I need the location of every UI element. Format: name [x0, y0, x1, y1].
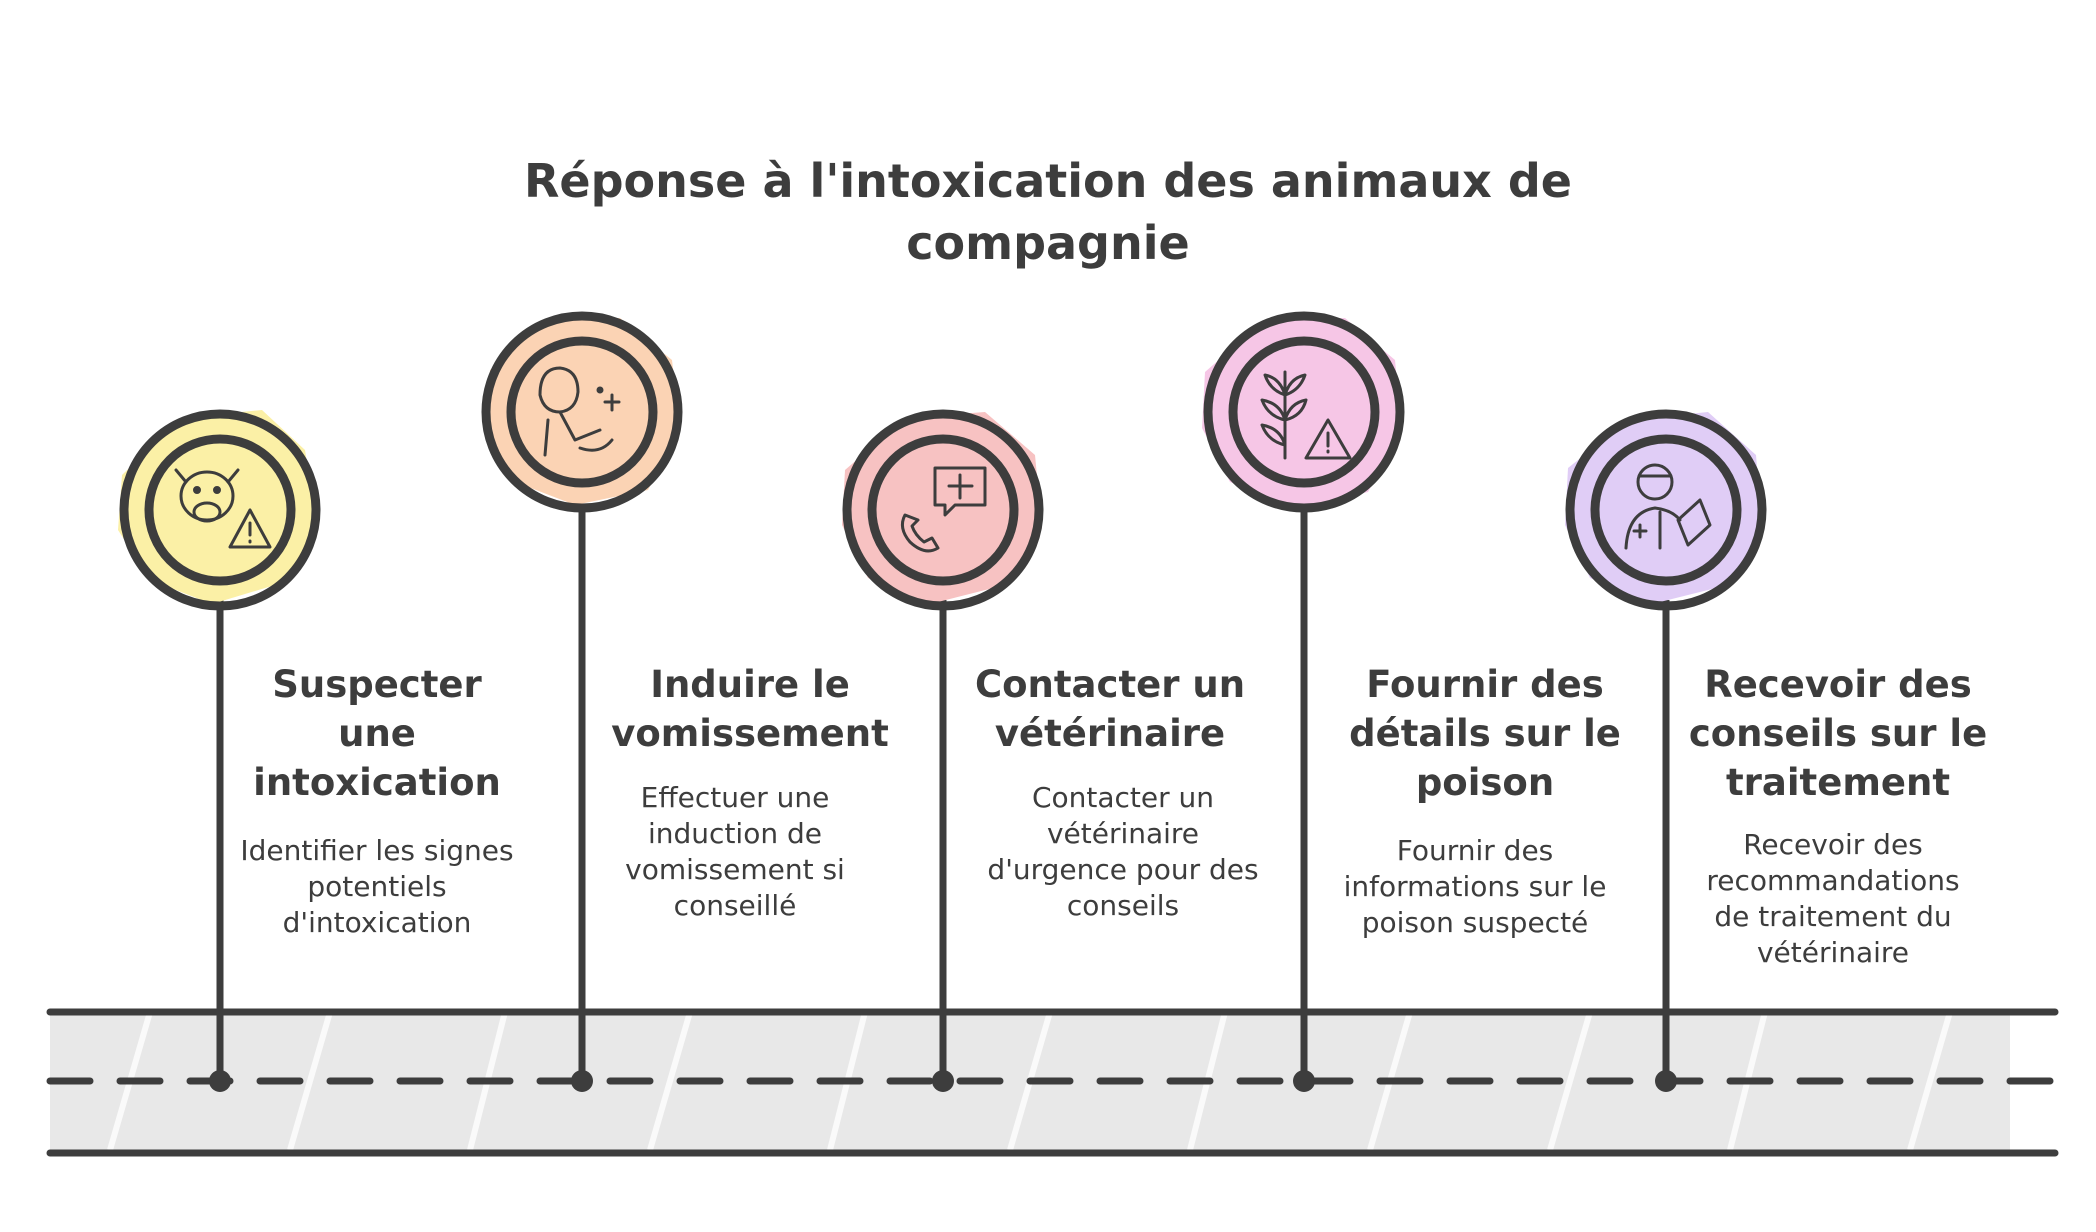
step-4-title: Fournir des détails sur le poison — [1349, 663, 1621, 804]
step-1-title: Suspecter une intoxication — [253, 663, 501, 804]
step-5-description: Recevoir des recommandations de traiteme… — [1706, 828, 1960, 969]
step-5-inner-ring — [1590, 434, 1742, 586]
step-4-inner-ring — [1228, 336, 1380, 488]
step-3-marker — [842, 409, 1044, 1092]
step-5-title: Recevoir des conseils sur le traitement — [1688, 663, 1988, 804]
step-1-road-dot — [209, 1070, 231, 1092]
step-2-road-dot — [571, 1070, 593, 1092]
step-4-outer-ring — [1203, 311, 1405, 513]
step-3-inner-ring — [867, 434, 1019, 586]
step-1-description: Identifier les signes potentiels d'intox… — [240, 834, 514, 939]
step-4-road-dot — [1293, 1070, 1315, 1092]
step-2-description: Effectuer une induction de vomissement s… — [625, 781, 845, 922]
step-2-outer-ring — [481, 311, 683, 513]
step-1-outer-ring — [119, 409, 321, 611]
step-2-marker — [481, 311, 683, 1092]
doctor-icon — [1624, 463, 1712, 550]
step-5-marker — [1565, 409, 1767, 1092]
step-3-title: Contacter un vétérinaire — [974, 663, 1246, 755]
plant-warning-icon — [1260, 370, 1352, 460]
step-1-marker — [118, 409, 321, 1092]
step-2-title: Induire le vomissement — [611, 663, 889, 755]
caregiver-icon — [538, 366, 621, 457]
pet-warning-icon — [174, 468, 272, 549]
step-3-outer-ring — [842, 409, 1044, 611]
step-1-inner-ring — [144, 434, 296, 586]
diagram-title: Réponse à l'intoxication des animaux de … — [524, 154, 1572, 270]
step-5-road-dot — [1655, 1070, 1677, 1092]
step-5-outer-ring — [1565, 409, 1767, 611]
medical-call-icon — [900, 466, 987, 553]
step-3-description: Contacter un vétérinaire d'urgence pour … — [987, 781, 1259, 922]
step-2-inner-ring — [506, 336, 658, 488]
step-4-marker — [1202, 311, 1405, 1092]
road — [46, 1008, 2059, 1157]
step-4-description: Fournir des informations sur le poison s… — [1343, 834, 1607, 939]
step-3-road-dot — [932, 1070, 954, 1092]
